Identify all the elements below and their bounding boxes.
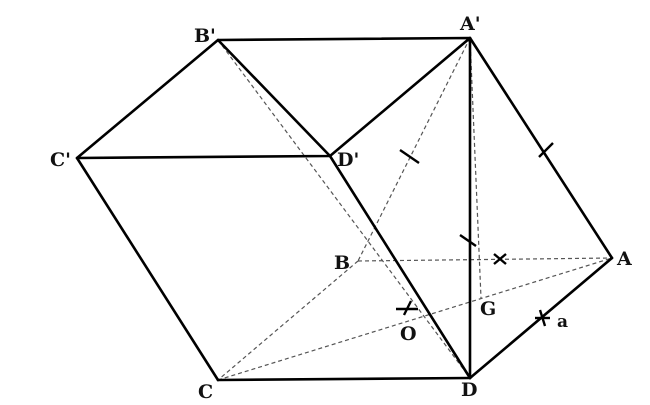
tick-A1B	[399, 149, 420, 164]
edge-B-C-dashed	[217, 260, 359, 381]
edge-B1-D-dashed	[217, 39, 471, 379]
cross-BA-2	[493, 253, 507, 265]
edge-A1-G-dashed	[469, 37, 482, 299]
label-A: A	[616, 248, 632, 270]
tick-A1D	[459, 234, 477, 247]
label-B: B	[334, 252, 350, 274]
edge-B1-D1	[216, 38, 332, 158]
label-C: C	[198, 381, 213, 403]
tick-marks	[396, 142, 554, 327]
label-D: D	[461, 379, 477, 401]
label-B1: B'	[194, 25, 216, 47]
edge-C-D	[216, 376, 472, 382]
label-A1: A'	[459, 13, 481, 35]
edge-A1-A	[468, 36, 614, 260]
edge-B-A-dashed	[357, 257, 613, 262]
label-C1: C'	[50, 149, 71, 171]
label-O: O	[400, 323, 417, 345]
edge-C-A-dashed	[217, 257, 613, 381]
edge-D1-D	[328, 154, 472, 380]
point-labels: A' B' C' D' A B C D G O a	[50, 13, 632, 403]
label-G: G	[480, 298, 496, 320]
label-side-a: a	[557, 312, 568, 332]
cross-DA-2	[538, 309, 547, 327]
label-D1: D'	[337, 149, 359, 171]
hidden-edges	[217, 37, 613, 381]
edge-C1-C	[75, 156, 220, 382]
tick-O-slant	[402, 300, 413, 316]
tick-A1A	[538, 142, 554, 158]
